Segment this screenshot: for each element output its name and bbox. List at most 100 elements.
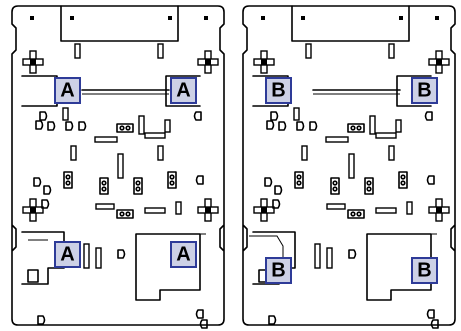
vertical-pad bbox=[301, 145, 308, 161]
d-shaped-pad bbox=[199, 319, 208, 329]
small-square-pad bbox=[204, 16, 208, 20]
d-shaped-pad bbox=[43, 185, 52, 195]
label-box bbox=[54, 77, 81, 104]
d-shaped-pad-outline bbox=[117, 249, 126, 259]
vertical-pad bbox=[70, 145, 77, 161]
oval-slot-hole bbox=[332, 180, 338, 186]
oval-slot-hole bbox=[169, 180, 175, 186]
label-box bbox=[54, 241, 81, 268]
small-square-pad bbox=[261, 16, 265, 20]
oval-slot-hole bbox=[356, 125, 362, 131]
oval-slot-hole bbox=[65, 174, 71, 180]
horizontal-pad bbox=[325, 136, 349, 143]
vertical-pad bbox=[175, 201, 182, 215]
label-box bbox=[265, 257, 292, 284]
vertical-pad bbox=[305, 43, 312, 59]
d-shaped-pad-outline bbox=[424, 111, 433, 121]
board-outline bbox=[11, 5, 225, 326]
mount-cross bbox=[22, 198, 44, 222]
d-shaped-pad-outline bbox=[348, 249, 357, 259]
label-text: B bbox=[417, 260, 431, 282]
oval-slot bbox=[63, 171, 73, 189]
vertical-pad bbox=[164, 119, 171, 133]
panel-left: A A A A bbox=[11, 5, 225, 329]
d-shaped-pad-outline bbox=[39, 111, 48, 121]
upper-right-block bbox=[165, 75, 201, 107]
d-shaped-pad-outline bbox=[195, 175, 204, 185]
vertical-pad bbox=[62, 107, 69, 121]
vertical-pad bbox=[326, 247, 333, 269]
horizontal-pad bbox=[94, 136, 118, 143]
d-shaped-pad-outline bbox=[278, 121, 287, 131]
mount-cross-center bbox=[261, 207, 267, 213]
oval-slot-hole bbox=[356, 211, 362, 217]
label-marker: B bbox=[265, 257, 292, 284]
d-shaped-pad bbox=[270, 111, 279, 121]
d-shaped-pad-outline bbox=[266, 120, 275, 130]
panel-right-artwork bbox=[242, 5, 456, 329]
d-shaped-pad bbox=[426, 309, 435, 319]
oval-slot bbox=[167, 171, 177, 189]
mount-cross bbox=[253, 50, 275, 74]
d-shaped-pad bbox=[430, 319, 439, 329]
vertical-pad bbox=[348, 153, 355, 179]
mount-cross bbox=[197, 50, 219, 74]
d-shaped-pad-outline bbox=[270, 111, 279, 121]
mount-cross bbox=[197, 198, 219, 222]
oval-slot-hole bbox=[101, 186, 107, 192]
oval-slot-hole bbox=[296, 180, 302, 186]
mount-cross-center bbox=[30, 59, 36, 65]
upper-left-block bbox=[21, 75, 58, 107]
oval-slot-hole bbox=[400, 180, 406, 186]
mount-cross-center bbox=[261, 59, 267, 65]
label-marker: A bbox=[54, 241, 81, 268]
label-marker: B bbox=[265, 77, 292, 104]
oval-slot-hole bbox=[119, 211, 125, 217]
upper-right-block bbox=[396, 75, 432, 107]
d-shaped-pad bbox=[195, 309, 204, 319]
horizontal-pad bbox=[375, 207, 397, 214]
d-shaped-pad-outline bbox=[264, 177, 273, 187]
d-shaped-pad-outline bbox=[272, 199, 281, 209]
small-square-pad bbox=[399, 16, 403, 20]
horizontal-pad bbox=[95, 203, 115, 210]
label-box bbox=[411, 77, 438, 104]
oval-slot-hole bbox=[366, 186, 372, 192]
d-shaped-pad bbox=[278, 121, 287, 131]
d-shaped-pad bbox=[78, 121, 87, 131]
vertical-pad bbox=[395, 119, 402, 133]
oval-slot-hole bbox=[332, 186, 338, 192]
vertical-pad bbox=[95, 247, 102, 269]
vertical-pad bbox=[117, 153, 124, 179]
d-shaped-pad bbox=[348, 249, 357, 259]
top-connector bbox=[261, 5, 439, 59]
d-shaped-pad bbox=[117, 249, 126, 259]
d-shaped-pad bbox=[47, 121, 56, 131]
d-shaped-pad-outline bbox=[268, 315, 277, 325]
d-shaped-pad-outline bbox=[430, 319, 439, 329]
board-outline bbox=[242, 5, 456, 326]
oval-slot-outline bbox=[294, 171, 304, 189]
label-marker: B bbox=[411, 257, 438, 284]
oval-slot bbox=[294, 171, 304, 189]
lower-left-block-tab bbox=[27, 269, 39, 283]
d-shaped-pad bbox=[35, 120, 44, 130]
vertical-pad bbox=[293, 107, 300, 121]
oval-slot-hole bbox=[366, 180, 372, 186]
oval-slot-hole bbox=[65, 180, 71, 186]
oval-slot-outline bbox=[116, 123, 134, 133]
label-text: A bbox=[60, 80, 74, 102]
top-connector-outline bbox=[60, 5, 179, 42]
vertical-pad bbox=[388, 145, 395, 161]
d-shaped-pad bbox=[193, 111, 202, 121]
d-shaped-pad bbox=[33, 177, 42, 187]
d-shaped-pad bbox=[426, 175, 435, 185]
d-shaped-pad-outline bbox=[195, 309, 204, 319]
top-connector-outline bbox=[291, 5, 410, 42]
d-shaped-pad-outline bbox=[37, 315, 46, 325]
oval-slot-hole bbox=[135, 180, 141, 186]
horizontal-pad bbox=[144, 132, 166, 139]
vertical-pad bbox=[83, 243, 90, 269]
oval-slot-hole bbox=[119, 125, 125, 131]
